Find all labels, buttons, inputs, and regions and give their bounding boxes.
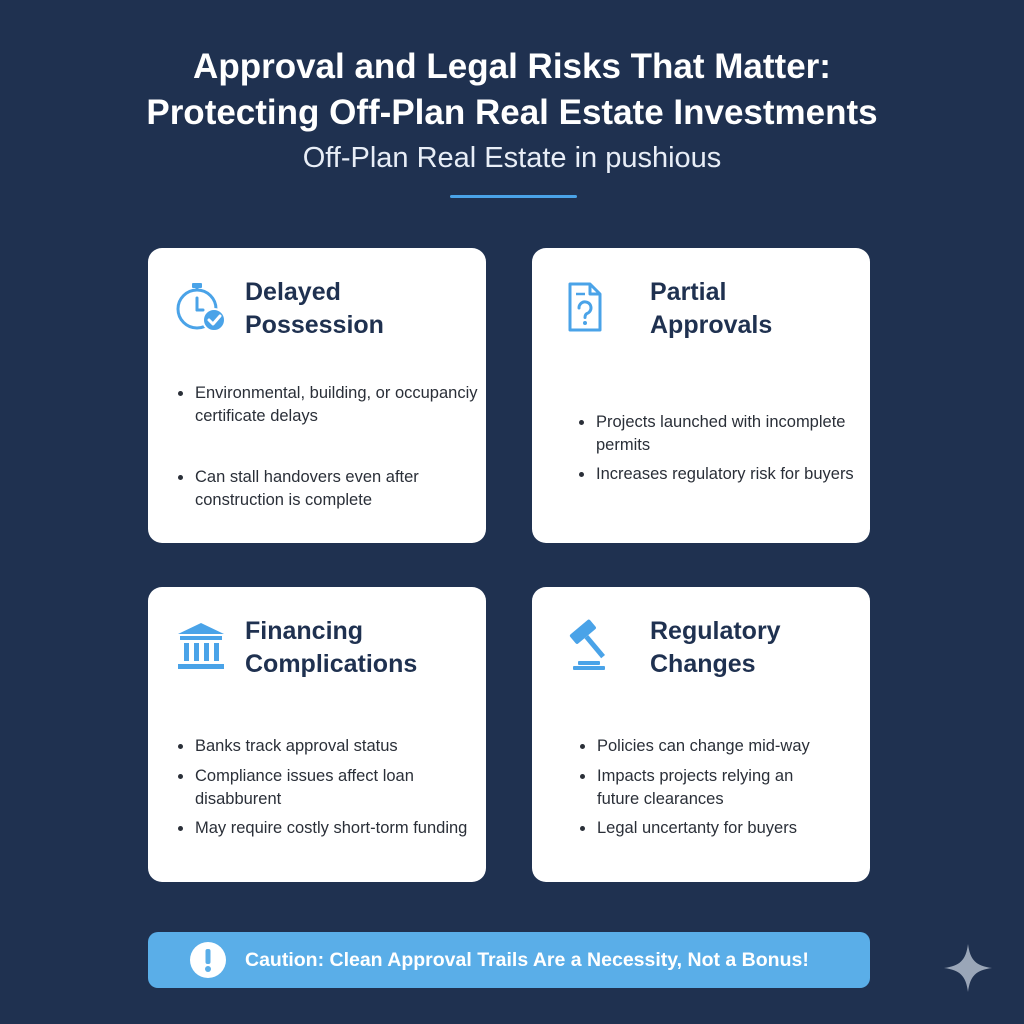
caution-banner: Caution: Clean Approval Trails Are a Nec… (148, 932, 870, 988)
list-item: Banks track approval status (178, 735, 425, 758)
bank-icon (178, 623, 224, 669)
list-item: Projects launched with incomplete permit… (579, 411, 870, 457)
exclamation-icon (190, 942, 226, 978)
list-item: Impacts projects relying an future clear… (580, 765, 827, 811)
list-item: Environmental, building, or occupanciy c… (178, 382, 486, 428)
card-heading: Partial Approvals (650, 278, 773, 339)
caution-text: Caution: Clean Approval Trails Are a Nec… (245, 949, 809, 971)
list-item: Legal uncertanty for buyers (580, 817, 870, 840)
page-subtitle: Off-Plan Real Estate in pushious (302, 142, 722, 174)
list-item: Compliance issues affect loan disabburen… (178, 765, 415, 811)
card-heading: Delayed Possession (245, 278, 384, 339)
bullet-list: Projects launched with incomplete permit… (579, 411, 870, 486)
list-item: Increases regulatory risk for buyers (579, 463, 870, 486)
document-question-icon (568, 282, 602, 332)
list-item: May require costly short-torm funding (178, 817, 486, 840)
bullet-list: Policies can change mid-way Impacts proj… (580, 735, 870, 840)
card-heading: Financing Complications (245, 617, 418, 678)
list-item: Policies can change mid-way (580, 735, 870, 758)
sparkle-icon (944, 944, 992, 992)
title-divider (450, 195, 577, 198)
stopwatch-check-icon (176, 283, 226, 332)
title-line-1: Approval and Legal Risks That Matter: (193, 47, 831, 86)
card-partial-approvals: Partial Approvals Projects launched with… (532, 248, 870, 543)
card-heading: Regulatory Changes (650, 617, 781, 678)
page-title: Approval and Legal Risks That Matter: Pr… (0, 44, 1024, 136)
bullet-list: Environmental, building, or occupanciy c… (178, 382, 486, 512)
gavel-icon (569, 619, 606, 670)
card-financing-complications: Financing Complications Banks track appr… (148, 587, 486, 882)
bullet-list: Banks track approval status Compliance i… (178, 735, 486, 840)
card-delayed-possession: Delayed Possession Environmental, buildi… (148, 248, 486, 543)
card-regulatory-changes: Regulatory Changes Policies can change m… (532, 587, 870, 882)
list-item: Can stall handovers even after construct… (178, 466, 486, 512)
title-line-2: Protecting Off-Plan Real Estate Investme… (146, 93, 878, 132)
